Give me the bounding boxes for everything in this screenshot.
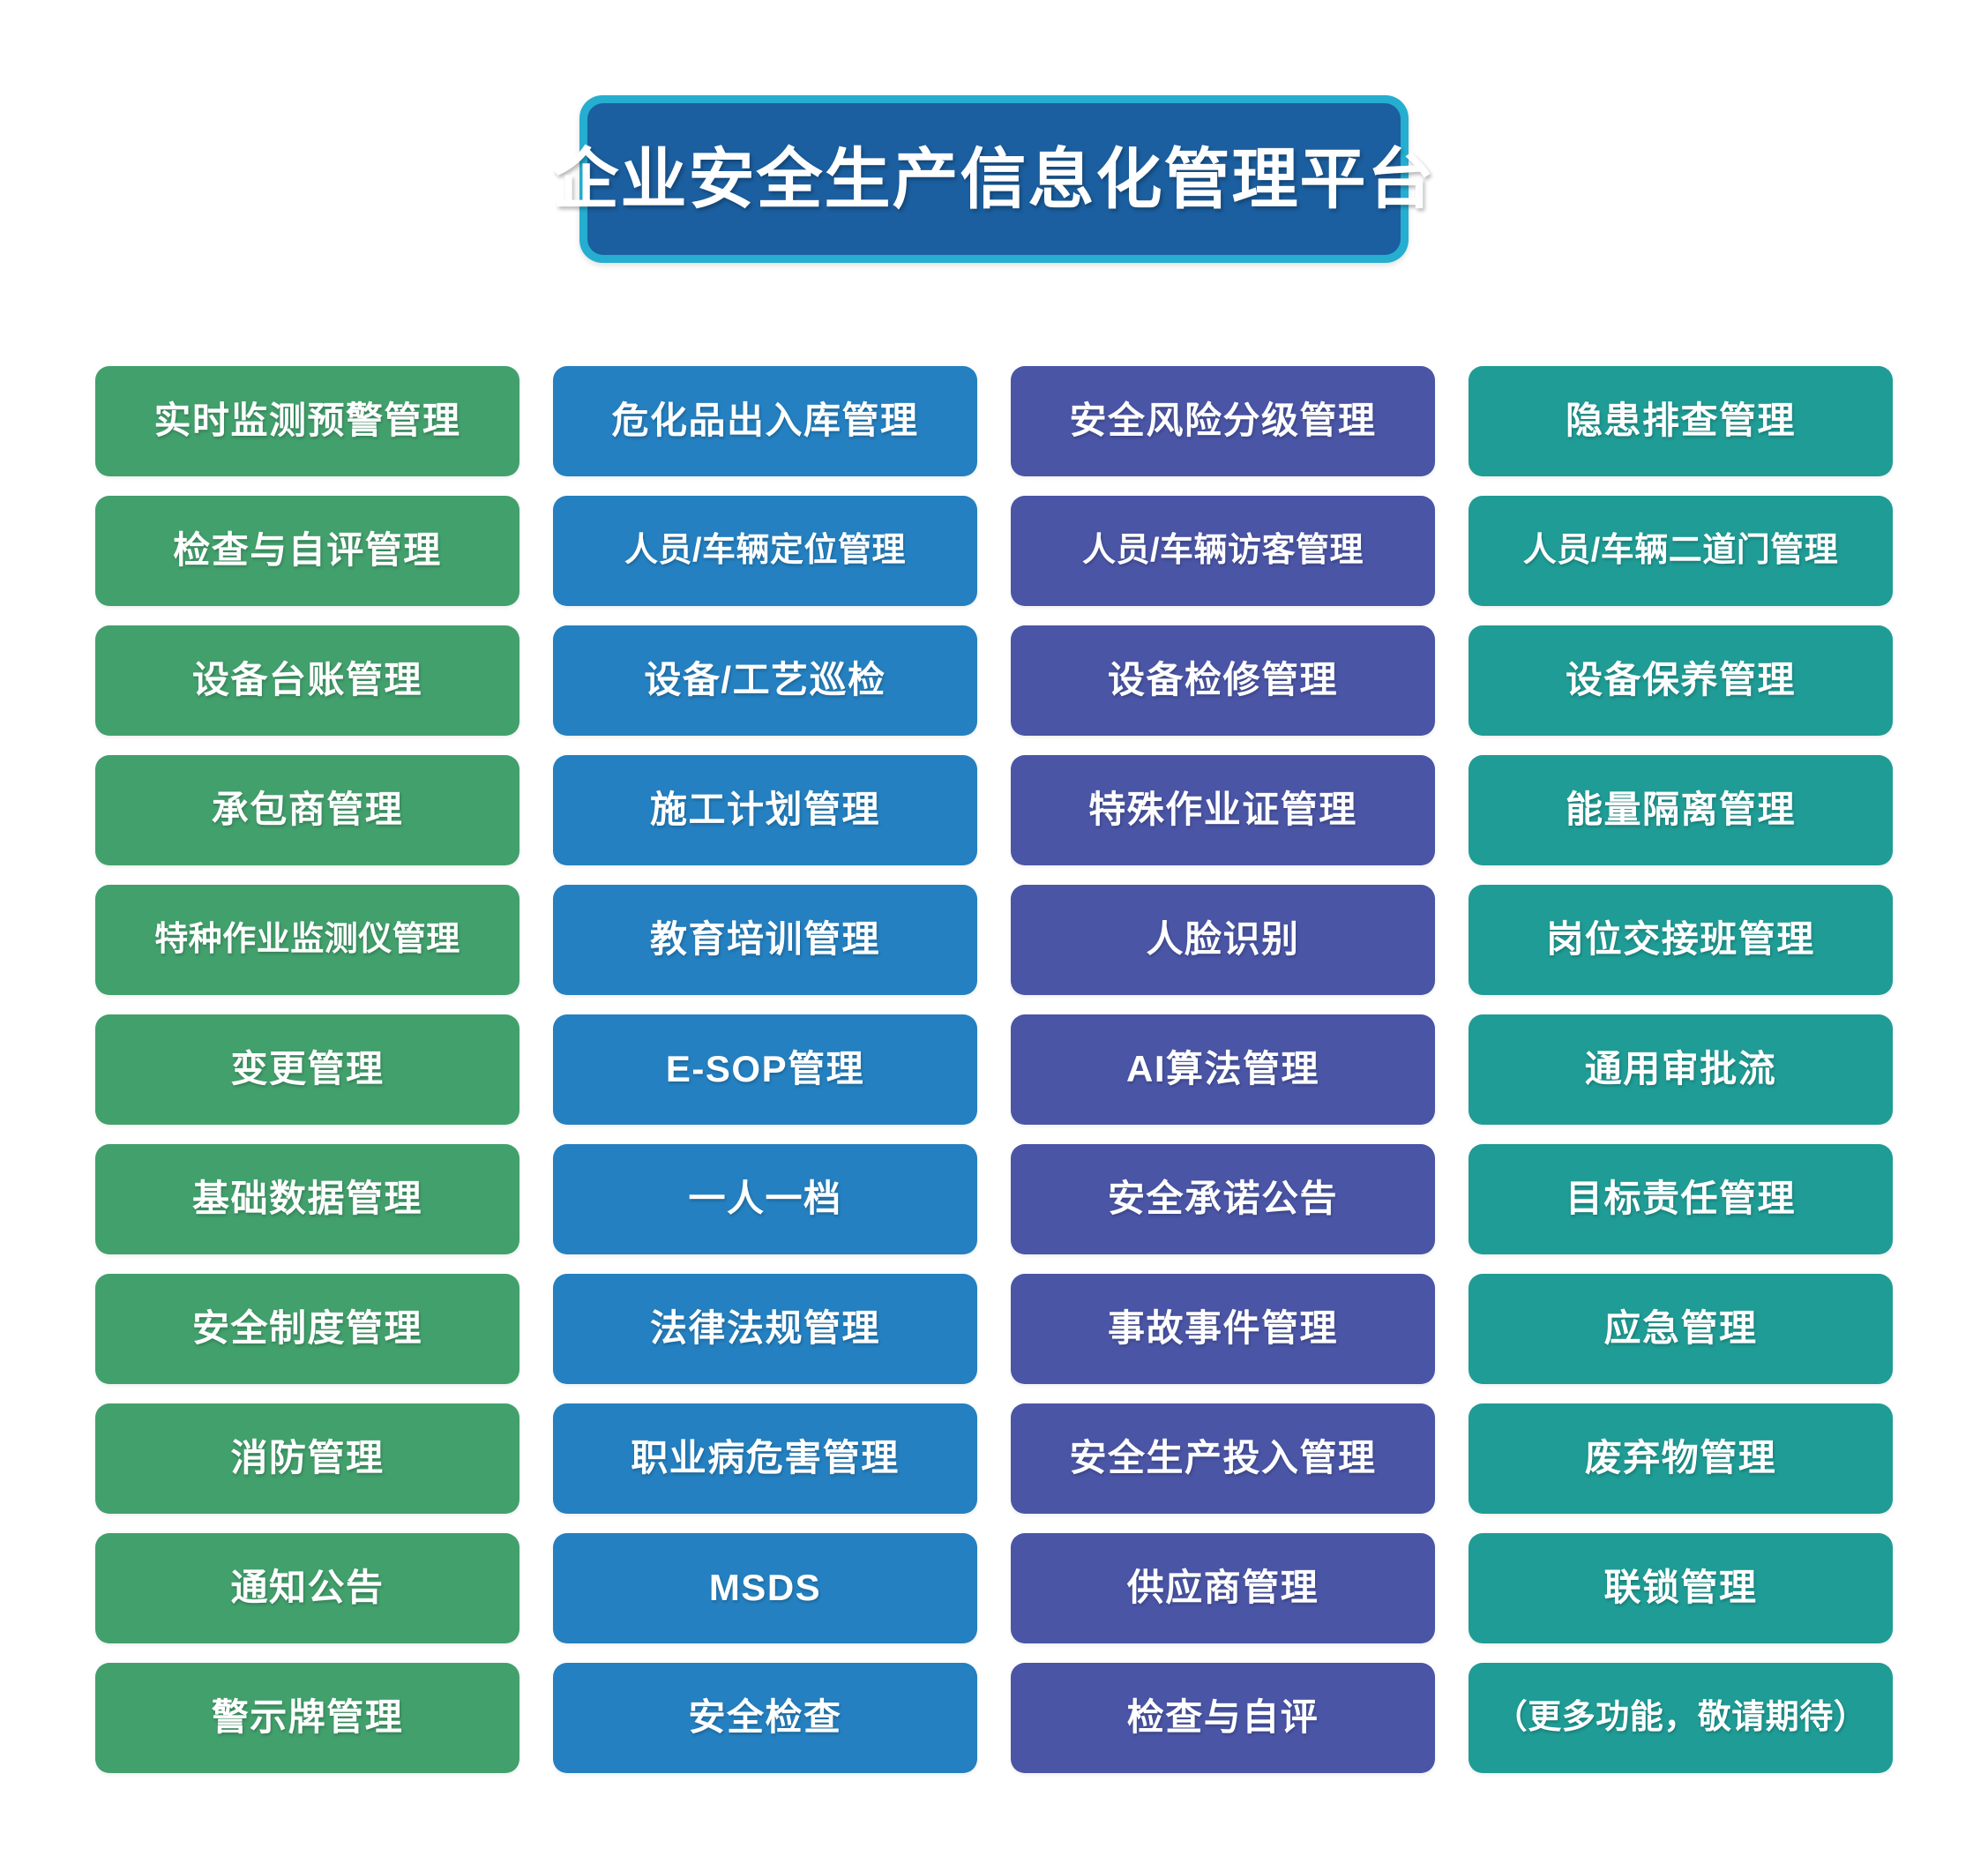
module-tile-label: 废弃物管理 — [1584, 1437, 1777, 1479]
module-tile-label: 基础数据管理 — [191, 1178, 422, 1220]
module-tile[interactable]: 安全承诺公告 — [1011, 1144, 1435, 1254]
module-tile[interactable]: 消防管理 — [95, 1403, 519, 1514]
module-tile-label: 设备台账管理 — [191, 659, 422, 701]
module-tile-label: 安全检查 — [688, 1696, 842, 1739]
module-tile-label: 消防管理 — [230, 1437, 385, 1479]
module-tile[interactable]: 设备/工艺巡检 — [553, 625, 977, 736]
module-tile[interactable]: 职业病危害管理 — [553, 1403, 977, 1514]
module-tile[interactable]: 目标责任管理 — [1469, 1144, 1893, 1254]
module-tile-label: 能量隔离管理 — [1565, 789, 1796, 831]
module-tile-label: 通用审批流 — [1584, 1048, 1777, 1090]
module-tile[interactable]: 通知公告 — [95, 1533, 519, 1643]
module-tile[interactable]: 教育培训管理 — [553, 885, 977, 995]
module-tile[interactable]: 人脸识别 — [1011, 885, 1435, 995]
module-tile[interactable]: AI算法管理 — [1011, 1014, 1435, 1125]
module-tile-label: 设备检修管理 — [1107, 659, 1338, 701]
module-tile-label: 设备保养管理 — [1565, 659, 1796, 701]
module-tile[interactable]: 人员/车辆定位管理 — [553, 496, 977, 606]
module-tile-label: 危化品出入库管理 — [611, 400, 919, 442]
module-tile[interactable]: 安全检查 — [553, 1663, 977, 1773]
module-tile[interactable]: 设备台账管理 — [95, 625, 519, 736]
module-tile[interactable]: 承包商管理 — [95, 755, 519, 865]
module-tile[interactable]: 实时监测预警管理 — [95, 366, 519, 476]
module-tile[interactable]: 基础数据管理 — [95, 1144, 519, 1254]
module-tile-label: 通知公告 — [230, 1567, 385, 1609]
module-tile[interactable]: E-SOP管理 — [553, 1014, 977, 1125]
module-tile-label: 一人一档 — [688, 1178, 842, 1220]
module-tile-label: 人员/车辆访客管理 — [1081, 531, 1364, 569]
module-tile-label: 施工计划管理 — [649, 789, 880, 831]
module-tile-label: 目标责任管理 — [1565, 1178, 1796, 1220]
module-tile[interactable]: 设备保养管理 — [1469, 625, 1893, 736]
module-tile-label: 岗位交接班管理 — [1546, 918, 1815, 961]
module-tile[interactable]: （更多功能，敬请期待） — [1469, 1663, 1893, 1773]
module-tile-label: 警示牌管理 — [211, 1696, 404, 1739]
module-tile[interactable]: 安全风险分级管理 — [1011, 366, 1435, 476]
module-tile[interactable]: 安全生产投入管理 — [1011, 1403, 1435, 1514]
module-tile-label: 人脸识别 — [1146, 918, 1300, 961]
title-banner-inner: 企业安全生产信息化管理平台 — [553, 103, 1434, 255]
module-tile[interactable]: 设备检修管理 — [1011, 625, 1435, 736]
module-tile[interactable]: 安全制度管理 — [95, 1274, 519, 1384]
module-tile-label: 变更管理 — [230, 1048, 385, 1090]
module-tile[interactable]: 通用审批流 — [1469, 1014, 1893, 1125]
module-tile-label: 安全承诺公告 — [1107, 1178, 1338, 1220]
module-tile-label: 检查与自评管理 — [173, 529, 442, 572]
module-tile-label: 应急管理 — [1603, 1307, 1758, 1350]
module-tile-label: 实时监测预警管理 — [153, 400, 461, 442]
module-grid: 实时监测预警管理 危化品出入库管理 安全风险分级管理 隐患排查管理检查与自评管理 人员/… — [95, 366, 1893, 1773]
module-tile[interactable]: 联锁管理 — [1469, 1533, 1893, 1643]
module-tile-label: 供应商管理 — [1126, 1567, 1319, 1609]
module-tile-label: 人员/车辆二道门管理 — [1522, 531, 1839, 569]
module-tile[interactable]: 警示牌管理 — [95, 1663, 519, 1773]
module-tile[interactable]: 变更管理 — [95, 1014, 519, 1125]
module-tile[interactable]: 施工计划管理 — [553, 755, 977, 865]
module-tile[interactable]: 能量隔离管理 — [1469, 755, 1893, 865]
module-tile[interactable]: 特殊作业证管理 — [1011, 755, 1435, 865]
module-tile-label: 人员/车辆定位管理 — [624, 531, 907, 569]
title-banner-wrapper: 企业安全生产信息化管理平台 — [0, 95, 1988, 263]
module-tile[interactable]: 事故事件管理 — [1011, 1274, 1435, 1384]
module-tile[interactable]: 供应商管理 — [1011, 1533, 1435, 1643]
module-tile-label: 教育培训管理 — [649, 918, 880, 961]
module-tile-label: 检查与自评 — [1126, 1696, 1319, 1739]
module-tile-label: 特种作业监测仪管理 — [154, 920, 460, 958]
module-tile-label: 设备/工艺巡检 — [644, 659, 886, 701]
module-tile[interactable]: 人员/车辆二道门管理 — [1469, 496, 1893, 606]
module-tile-label: 职业病危害管理 — [631, 1437, 900, 1479]
module-tile-label: MSDS — [708, 1567, 822, 1609]
module-tile-label: 隐患排查管理 — [1565, 400, 1796, 442]
module-tile[interactable]: 危化品出入库管理 — [553, 366, 977, 476]
module-tile[interactable]: 检查与自评管理 — [95, 496, 519, 606]
module-tile-label: 事故事件管理 — [1107, 1307, 1338, 1350]
module-tile[interactable]: MSDS — [553, 1533, 977, 1643]
module-tile-label: 安全制度管理 — [191, 1307, 422, 1350]
module-tile[interactable]: 岗位交接班管理 — [1469, 885, 1893, 995]
module-tile-label: 特殊作业证管理 — [1088, 789, 1357, 831]
module-tile[interactable]: 隐患排查管理 — [1469, 366, 1893, 476]
module-tile-label: E-SOP管理 — [665, 1048, 865, 1090]
module-tile-label: AI算法管理 — [1125, 1048, 1319, 1090]
module-tile[interactable]: 特种作业监测仪管理 — [95, 885, 519, 995]
module-tile[interactable]: 检查与自评 — [1011, 1663, 1435, 1773]
title-banner: 企业安全生产信息化管理平台 — [553, 95, 1434, 263]
module-tile[interactable]: 法律法规管理 — [553, 1274, 977, 1384]
module-tile-label: 安全生产投入管理 — [1069, 1437, 1377, 1479]
module-tile-label: 承包商管理 — [211, 789, 404, 831]
module-tile-label: 联锁管理 — [1603, 1567, 1758, 1609]
module-tile-label: 法律法规管理 — [649, 1307, 880, 1350]
module-tile[interactable]: 人员/车辆访客管理 — [1011, 496, 1435, 606]
module-tile[interactable]: 应急管理 — [1469, 1274, 1893, 1384]
module-tile-label: 安全风险分级管理 — [1069, 400, 1377, 442]
page-title: 企业安全生产信息化管理平台 — [552, 141, 1436, 216]
module-tile[interactable]: 一人一档 — [553, 1144, 977, 1254]
module-tile-label: （更多功能，敬请期待） — [1493, 1698, 1868, 1736]
module-tile[interactable]: 废弃物管理 — [1469, 1403, 1893, 1514]
